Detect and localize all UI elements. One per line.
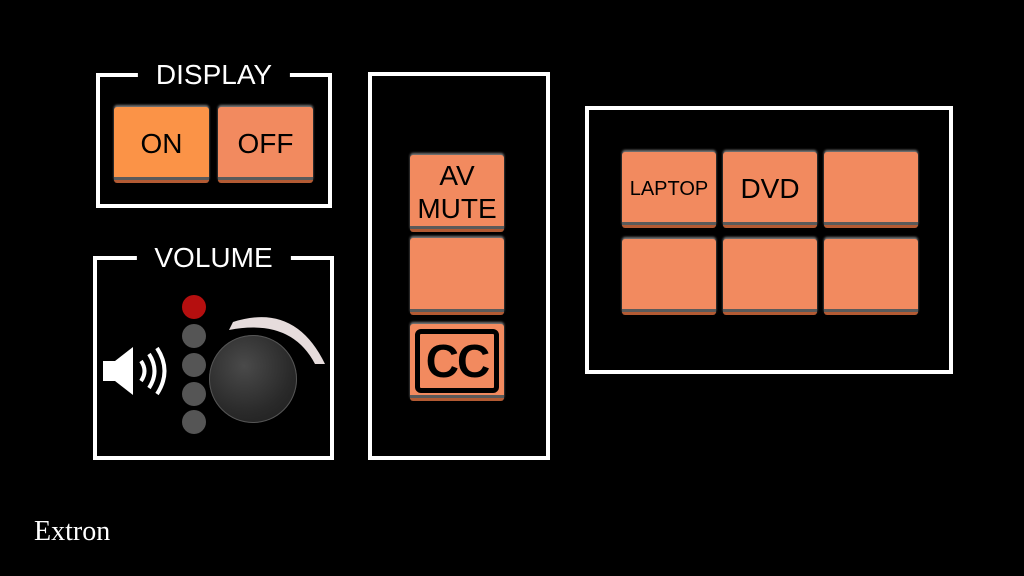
display-on-label: ON [140, 127, 183, 159]
display-off-button[interactable]: OFF [218, 107, 313, 183]
av-mute-button[interactable]: AV MUTE [410, 155, 504, 232]
volume-led-5 [182, 410, 206, 434]
source-button-5[interactable] [723, 239, 817, 315]
volume-knob[interactable] [209, 335, 297, 423]
volume-title: VOLUME [136, 242, 291, 274]
av-mute-label-line2: MUTE [417, 193, 497, 224]
av-blank-button[interactable] [410, 238, 504, 315]
display-on-button[interactable]: ON [114, 107, 209, 183]
source-button-3[interactable] [824, 152, 918, 228]
source-button-laptop[interactable]: LAPTOP [622, 152, 716, 228]
source-label-1: LAPTOP [629, 177, 709, 200]
volume-led-3 [182, 353, 206, 377]
source-button-6[interactable] [824, 239, 918, 315]
cc-button[interactable]: CC [410, 324, 504, 401]
source-panel: LAPTOP DVD [585, 106, 953, 374]
volume-led-2 [182, 324, 206, 348]
display-title: DISPLAY [137, 59, 291, 91]
source-label-2: DVD [740, 172, 800, 204]
display-panel: DISPLAY ON OFF [96, 59, 332, 208]
source-button-4[interactable] [622, 239, 716, 315]
closed-caption-icon: CC [415, 329, 499, 393]
source-button-dvd[interactable]: DVD [723, 152, 817, 228]
volume-arc-indicator [225, 308, 329, 368]
display-off-label: OFF [237, 127, 294, 159]
av-panel: AV MUTE CC [368, 72, 550, 460]
volume-led-4 [182, 382, 206, 406]
cc-label: CC [425, 335, 490, 387]
brand-logo: Extron [34, 516, 111, 547]
speaker-icon [101, 343, 171, 399]
av-mute-label-line1: AV [439, 160, 475, 191]
volume-panel: VOLUME [93, 242, 334, 460]
volume-led-1 [182, 295, 206, 319]
